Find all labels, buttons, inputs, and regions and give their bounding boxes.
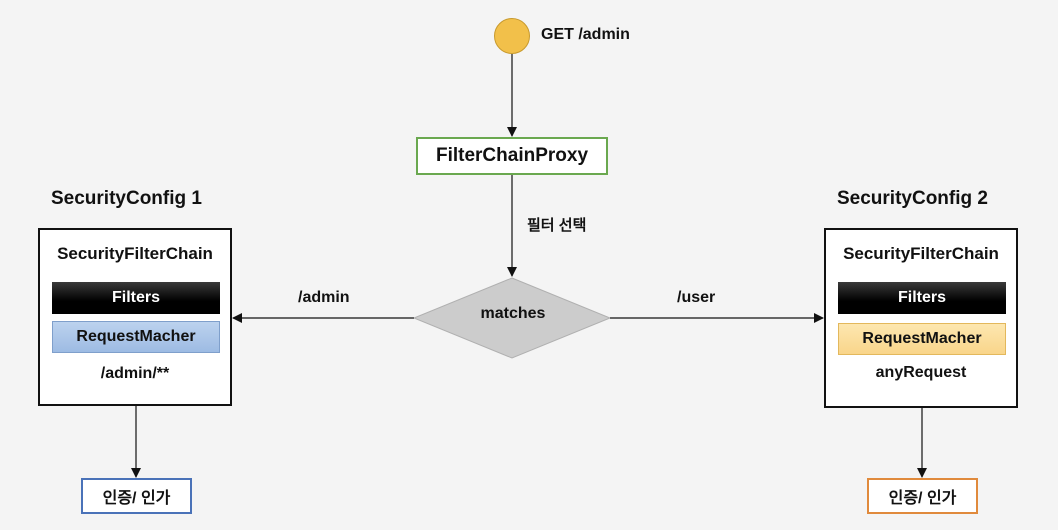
filter-selection-label: 필터 선택 — [527, 217, 587, 234]
auth-result-box-1: 인증/ 인가 — [81, 478, 192, 514]
security-filter-chain-1: SecurityFilterChain Filters RequestMache… — [38, 228, 232, 406]
security-config-1-title: SecurityConfig 1 — [51, 188, 202, 209]
request-matcher-bar: RequestMacher — [838, 323, 1006, 355]
filters-label: Filters — [897, 289, 946, 306]
filters-bar: Filters — [838, 282, 1006, 314]
auth-result-box-2: 인증/ 인가 — [867, 478, 978, 514]
route-admin-label: /admin — [298, 289, 350, 306]
filter-chain-proxy-label: FilterChainProxy — [435, 145, 589, 166]
request-matcher-label: RequestMacher — [76, 328, 196, 345]
filter-chain-title: SecurityFilterChain — [57, 244, 213, 263]
filter-chain-proxy-box: FilterChainProxy — [416, 137, 608, 175]
security-config-2-title: SecurityConfig 2 — [837, 188, 988, 209]
request-matcher-bar: RequestMacher — [52, 321, 220, 353]
matcher-pattern: /admin/** — [100, 365, 170, 382]
auth-result-label: 인증/ 인가 — [102, 490, 171, 507]
matches-diamond — [412, 277, 612, 359]
request-start-circle — [494, 18, 530, 54]
matcher-pattern: anyRequest — [875, 364, 967, 381]
filters-bar: Filters — [52, 282, 220, 314]
request-label: GET /admin — [541, 26, 630, 43]
route-user-label: /user — [677, 289, 716, 306]
filter-chain-title: SecurityFilterChain — [843, 244, 999, 263]
security-filter-chain-2: SecurityFilterChain Filters RequestMache… — [824, 228, 1018, 408]
auth-result-label: 인증/ 인가 — [888, 490, 957, 507]
filters-label: Filters — [111, 289, 160, 306]
matches-label: matches — [480, 305, 546, 322]
request-matcher-label: RequestMacher — [862, 330, 982, 347]
